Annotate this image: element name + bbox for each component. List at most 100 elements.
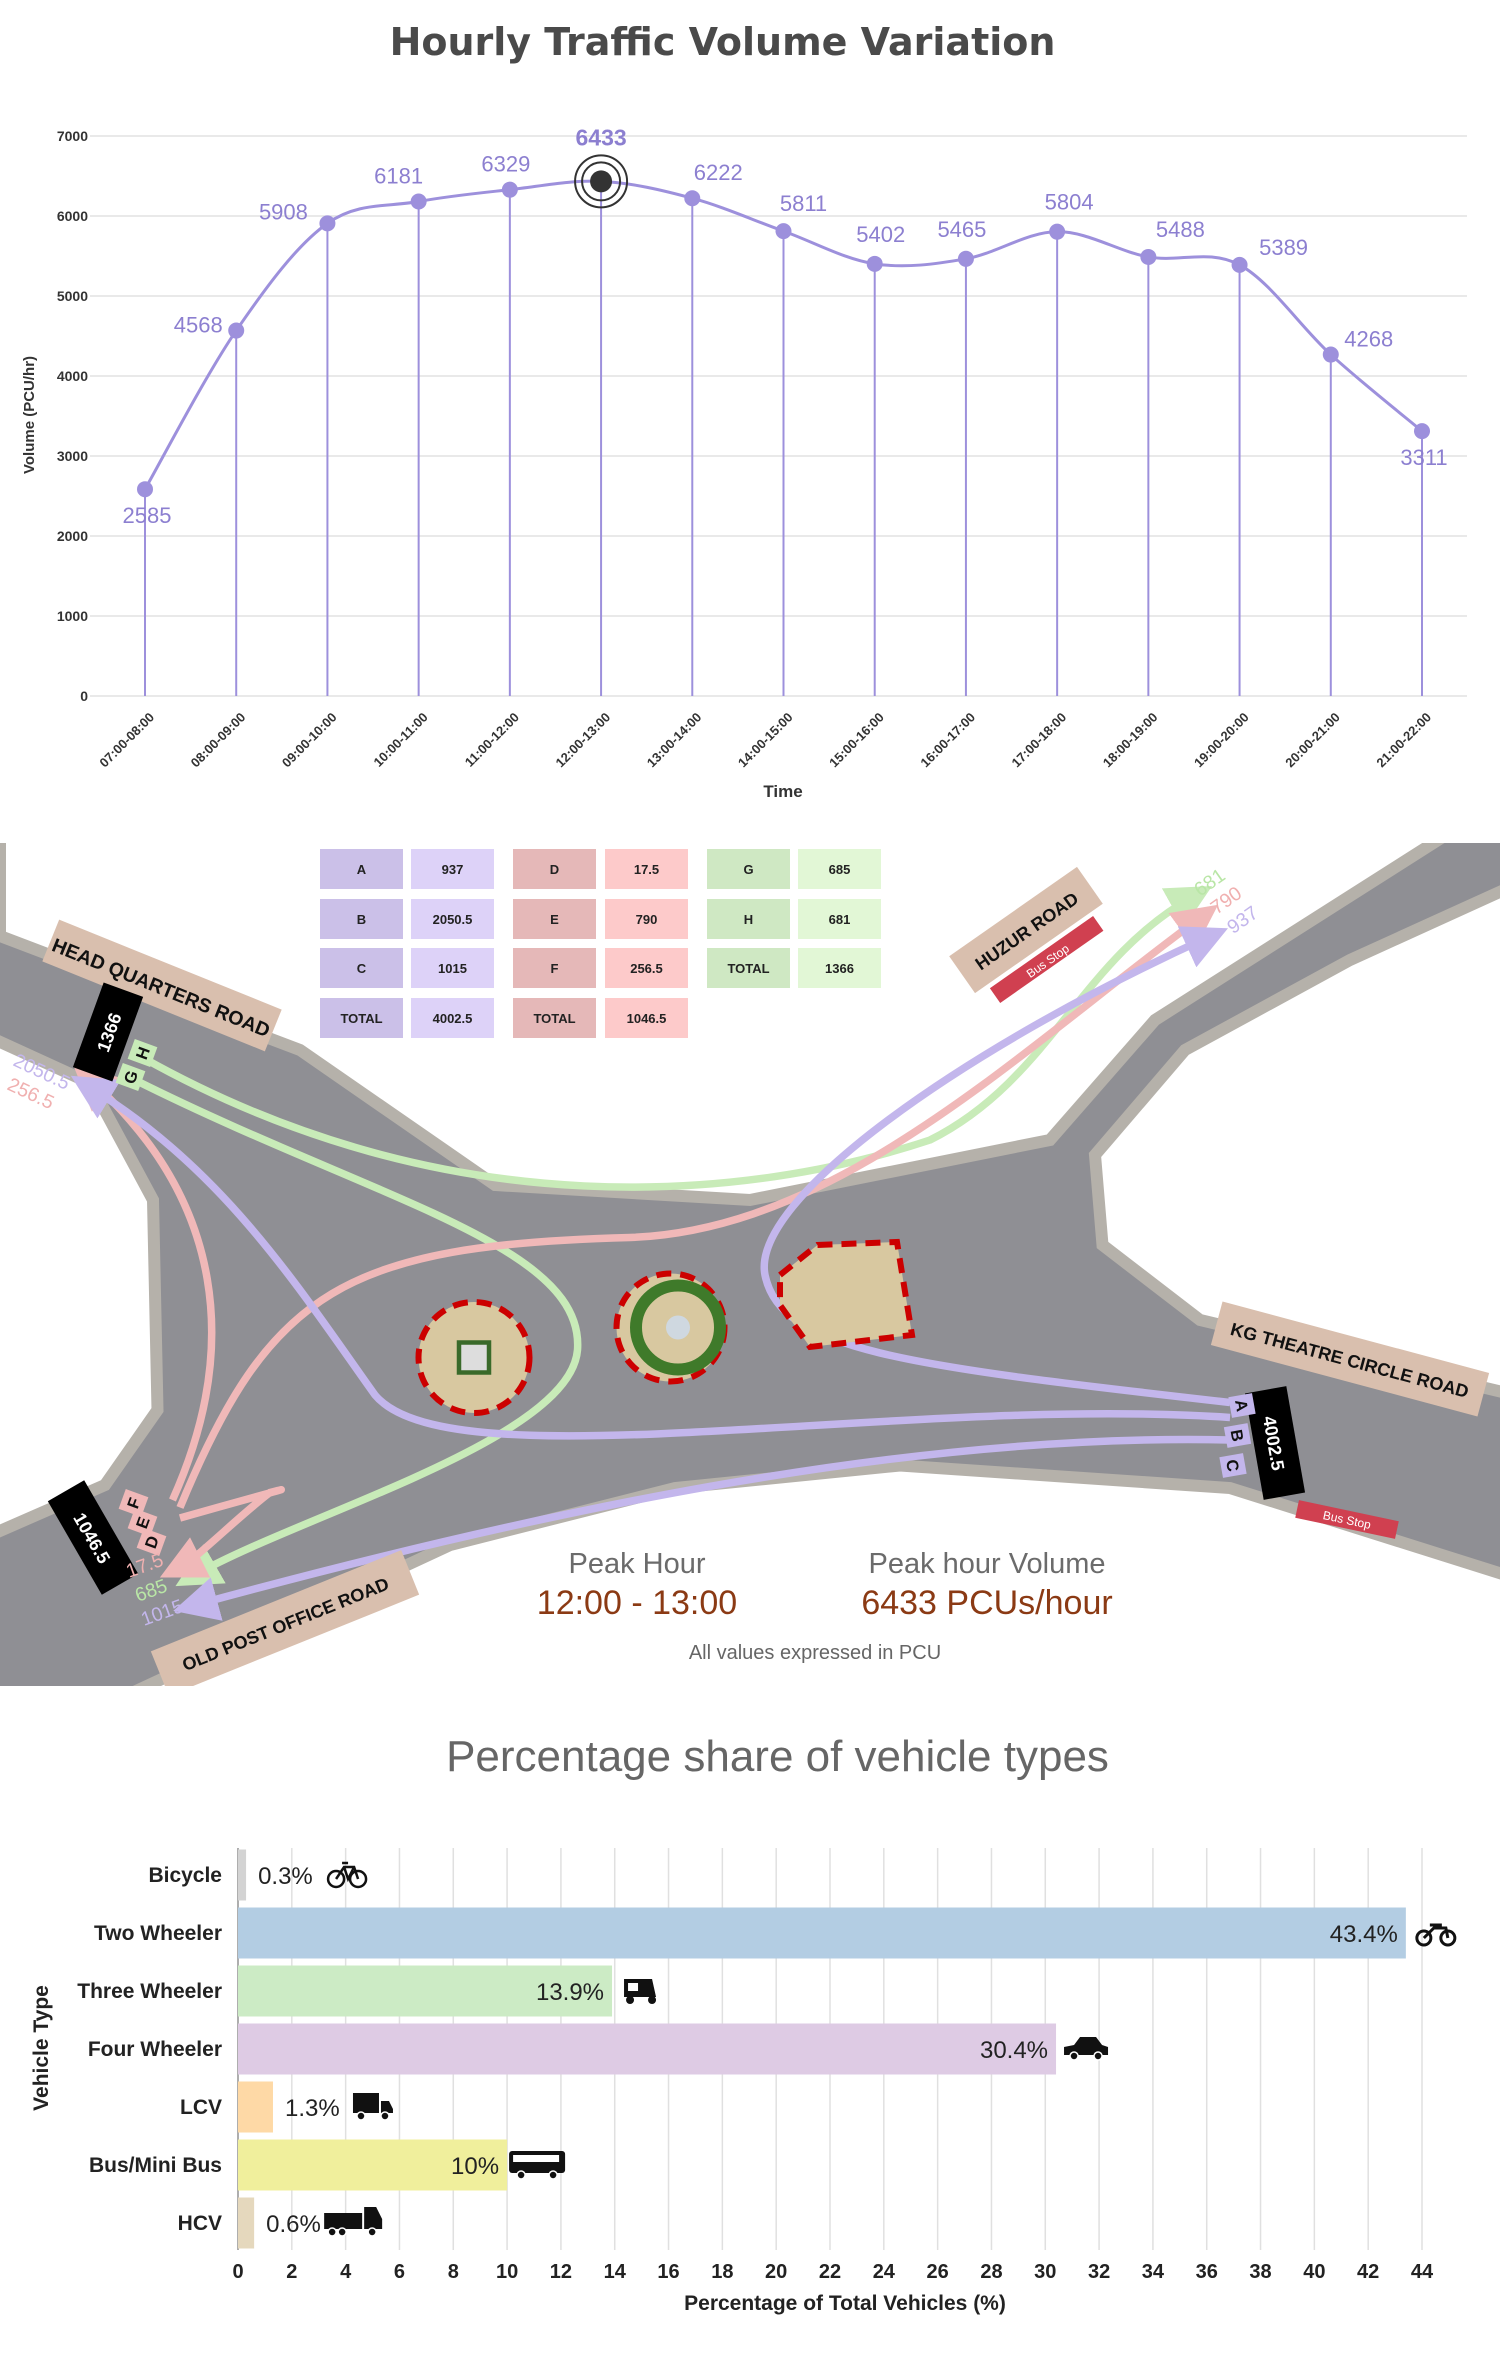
movement-label-cell: D bbox=[513, 849, 596, 889]
flow-value-cell: 937 bbox=[411, 849, 494, 889]
category-label: HCV bbox=[178, 2212, 222, 2235]
value-label: 30.4% bbox=[980, 2037, 1048, 2064]
data-point[interactable] bbox=[1140, 248, 1157, 265]
data-point[interactable] bbox=[228, 322, 245, 339]
data-label: 6433 bbox=[575, 124, 626, 150]
flow-value-cell: 685 bbox=[798, 849, 881, 889]
data-point[interactable] bbox=[137, 481, 153, 498]
hcv-truck-icon bbox=[324, 2207, 383, 2237]
data-point[interactable] bbox=[957, 250, 974, 267]
lane-h: H bbox=[133, 1045, 154, 1062]
data-label: 4568 bbox=[174, 313, 223, 338]
peak-volume-label: Peak hour Volume bbox=[868, 1548, 1106, 1580]
bar[interactable] bbox=[238, 2081, 273, 2133]
data-point[interactable] bbox=[866, 255, 883, 272]
y-tick-label: 6000 bbox=[57, 208, 88, 224]
value-label: 13.9% bbox=[536, 1979, 604, 2006]
category-label: LCV bbox=[180, 2096, 222, 2119]
data-point[interactable] bbox=[1322, 346, 1339, 363]
movement-label-cell: B bbox=[320, 899, 403, 939]
movement-label-cell: E bbox=[513, 899, 596, 939]
bar[interactable] bbox=[238, 1849, 247, 1901]
data-point[interactable] bbox=[319, 215, 336, 232]
bar[interactable] bbox=[238, 2139, 508, 2191]
bar[interactable] bbox=[238, 1907, 1406, 1959]
lane-a: A bbox=[1231, 1398, 1251, 1413]
data-label: 3311 bbox=[1400, 445, 1447, 470]
data-point[interactable] bbox=[684, 190, 701, 207]
bar[interactable] bbox=[238, 2197, 255, 2249]
data-label: 5488 bbox=[1156, 217, 1205, 242]
flow-value-cell: 1366 bbox=[798, 948, 881, 988]
movement-label-cell: A bbox=[320, 849, 403, 889]
data-label: 5811 bbox=[780, 191, 827, 216]
peak-hour-label: Peak Hour bbox=[568, 1548, 706, 1580]
x-tick-label: 2 bbox=[286, 2261, 297, 2283]
flow-value-cell: 790 bbox=[605, 899, 688, 939]
data-point[interactable] bbox=[410, 193, 427, 210]
movement-label-cell: TOTAL bbox=[707, 948, 790, 988]
y-tick-label: 3000 bbox=[57, 448, 88, 464]
lane-labels: G H A B C D E F bbox=[115, 1039, 1256, 1556]
flow-value-cell: 1046.5 bbox=[605, 998, 688, 1038]
bar[interactable] bbox=[238, 1965, 613, 2017]
x-tick-label: 36 bbox=[1196, 2261, 1218, 2283]
peak-marker-ring bbox=[574, 154, 629, 209]
kg-theatre-total-box: 4002.5 bbox=[1244, 1386, 1306, 1500]
y-axis-label: Vehicle Type bbox=[30, 1985, 53, 2111]
movement-label-cell: G bbox=[707, 849, 790, 889]
bus-icon bbox=[509, 2151, 566, 2180]
lane-b: B bbox=[1227, 1428, 1247, 1443]
bar[interactable] bbox=[238, 2023, 1057, 2075]
x-tick-label: 8 bbox=[448, 2261, 459, 2283]
x-tick-label: 38 bbox=[1249, 2261, 1271, 2283]
value-label: 0.6% bbox=[266, 2211, 321, 2238]
y-tick-label: 5000 bbox=[57, 288, 88, 304]
data-point[interactable] bbox=[590, 170, 613, 193]
data-label: 6329 bbox=[481, 152, 530, 177]
x-tick-label: 28 bbox=[980, 2261, 1002, 2283]
data-label: 6222 bbox=[694, 160, 743, 185]
x-tick-label: 24 bbox=[873, 2261, 896, 2283]
x-tick-label: 10 bbox=[496, 2261, 518, 2283]
category-label: Bicycle bbox=[148, 1864, 222, 1887]
x-tick-label: 6 bbox=[394, 2261, 405, 2283]
data-label: 5465 bbox=[937, 217, 986, 242]
x-tick-label: 4 bbox=[340, 2261, 352, 2283]
value-label: 10% bbox=[451, 2153, 499, 2180]
flow-value-cell: 17.5 bbox=[605, 849, 688, 889]
x-tick-label: 12 bbox=[550, 2261, 572, 2283]
y-axis-label: Volume (PCU/hr) bbox=[21, 356, 38, 474]
y-tick-label: 1000 bbox=[57, 608, 88, 624]
y-tick-label: 2000 bbox=[57, 528, 88, 544]
bar-chart-title: Percentage share of vehicle types bbox=[446, 1732, 1109, 1781]
x-axis-label: Percentage of Total Vehicles (%) bbox=[684, 2292, 1006, 2315]
flow-value-cell: 4002.5 bbox=[411, 998, 494, 1038]
x-tick-label: 34 bbox=[1142, 2261, 1165, 2283]
x-axis-label: Time bbox=[763, 782, 802, 801]
category-label: Two Wheeler bbox=[94, 1922, 222, 1945]
x-tick-label: 18 bbox=[711, 2261, 733, 2283]
y-tick-label: 7000 bbox=[57, 128, 88, 144]
data-point[interactable] bbox=[1049, 223, 1066, 240]
movement-label-cell: TOTAL bbox=[513, 998, 596, 1038]
car-icon bbox=[1064, 2037, 1109, 2061]
data-point[interactable] bbox=[775, 223, 792, 240]
x-tick-label: 42 bbox=[1357, 2261, 1379, 2283]
flow-value-cell: 681 bbox=[798, 899, 881, 939]
category-label: Four Wheeler bbox=[88, 2038, 222, 2061]
units-note: All values expressed in PCU bbox=[688, 1642, 942, 1664]
peak-marker-ring bbox=[581, 161, 622, 202]
lane-c: C bbox=[1222, 1458, 1242, 1473]
flow-value-cell: 2050.5 bbox=[411, 899, 494, 939]
y-tick-label: 4000 bbox=[57, 368, 88, 384]
movement-label-cell: H bbox=[707, 899, 790, 939]
data-point[interactable] bbox=[1414, 423, 1430, 440]
data-point[interactable] bbox=[501, 181, 518, 198]
value-label: 43.4% bbox=[1330, 1921, 1398, 1948]
data-label: 5908 bbox=[259, 199, 308, 224]
x-tick-label: 30 bbox=[1034, 2261, 1056, 2283]
data-point[interactable] bbox=[1231, 256, 1248, 273]
x-tick-label: 40 bbox=[1303, 2261, 1325, 2283]
